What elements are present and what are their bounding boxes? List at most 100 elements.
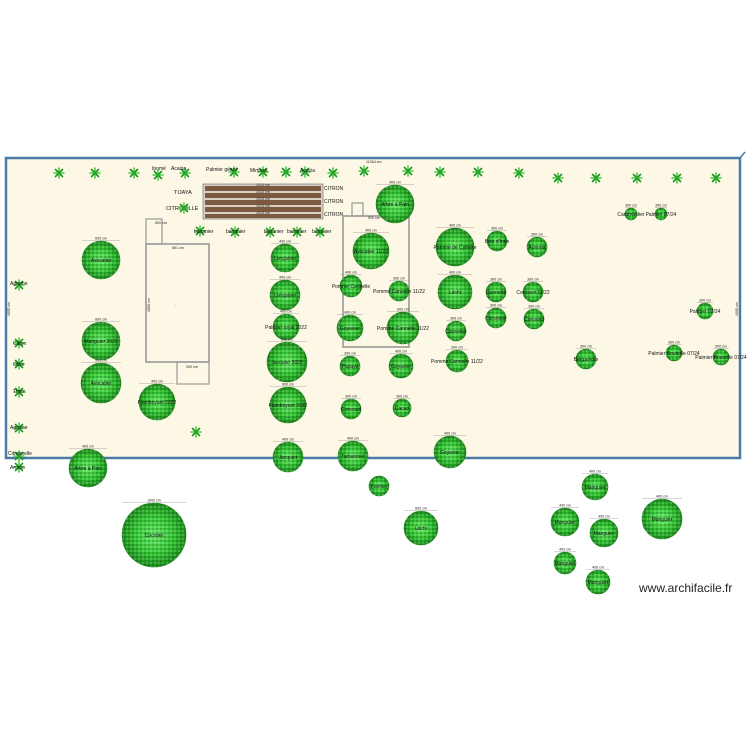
bed-3 [205, 200, 321, 205]
tree-label: Palmier Bouteille 07/24 [695, 355, 747, 361]
top-label: Ipomé [152, 166, 166, 172]
tree-texture [576, 349, 596, 369]
shrub [13, 279, 25, 291]
top-label: Acacia [300, 168, 315, 174]
bananier-label: bananier [312, 229, 332, 235]
greenhouse-left-height: 1600 cm [147, 298, 151, 312]
tree-label: Flamboyant 2022 [269, 403, 308, 409]
tree-texture [369, 476, 389, 496]
boundary-corner-line [739, 151, 746, 159]
tree: 400 cm Pomme de Cythère [433, 224, 477, 267]
greenhouse-left-door: 300 cm [186, 365, 198, 369]
bananier-label: bananier [194, 229, 214, 235]
bananier-labels: bananier bananier bananier bananier bana… [194, 229, 332, 235]
tree-dimension: 300 cm [699, 299, 711, 303]
tree-texture [270, 387, 306, 423]
tree-texture [666, 345, 682, 361]
tree-label: Goyavier [440, 450, 460, 456]
tree-dimension: 600 cm [95, 318, 107, 322]
tree-texture [642, 499, 682, 539]
tree-dimension: 400 cm [449, 271, 461, 275]
tree-dimension: 400 cm [347, 437, 359, 441]
tree-dimension: 600 cm [282, 383, 294, 387]
bed-1 [205, 186, 321, 191]
tree-dimension: 300 cm [396, 395, 408, 399]
tree-texture [590, 519, 618, 547]
tree-label: Pomme de Cythère [433, 245, 476, 251]
tree-dimension: 300 cm [580, 345, 592, 349]
bed-4 [205, 207, 321, 212]
tree-dimension: 300 cm [344, 352, 356, 356]
shrub [552, 172, 564, 184]
shrub [89, 167, 101, 179]
overall-dimension: 11364 cm [366, 160, 382, 164]
tree-label: Pomme Cannelle 11/22 [431, 359, 483, 365]
tree-label: Palmier Bouteille 07/24 [648, 351, 700, 357]
bed-right-labels: CITRON CITRON CITRON [324, 186, 344, 218]
shrub [13, 422, 25, 434]
tree-label: Cannelier [445, 329, 467, 335]
tree-dimension: 400 cm [151, 380, 163, 384]
tree-label: Papaye [342, 364, 359, 370]
tree-label: Manguier 2022 [84, 339, 118, 345]
tree-label: Palmier 07/24 [646, 212, 677, 218]
tree-label: Pomme Cannelle [332, 284, 371, 290]
bed-dimension: 1010 cm [256, 204, 270, 208]
tree-texture [340, 275, 362, 297]
tree-texture [82, 322, 120, 360]
bed-right-label: CITRON [324, 199, 344, 205]
tree-texture [625, 208, 637, 220]
shrub [472, 166, 484, 178]
greenhouse-right-width: 900 cm [368, 216, 380, 220]
tree-texture [270, 280, 300, 310]
tree-texture [404, 511, 438, 545]
tree-label: Jacquier [279, 455, 298, 461]
left-label: Citronnelle [8, 451, 32, 457]
tree-label: Arbre à Pain [74, 466, 102, 472]
tree-texture [393, 399, 411, 417]
tree-label: Manguier [555, 520, 576, 526]
tree-label: Acérola [529, 245, 546, 251]
left-label: Aromo [10, 465, 25, 471]
tree-texture [487, 231, 507, 251]
tree-dimension: 400 cm [449, 224, 461, 228]
bed-dimension: 1010 cm [256, 197, 270, 201]
tree-texture [486, 308, 506, 328]
shrub [671, 172, 683, 184]
tree-dimension: 400 cm [589, 470, 601, 474]
shrub [631, 172, 643, 184]
shrub [299, 166, 311, 178]
tree-label: Arbre à Pain [381, 202, 409, 208]
left-label: Thym [13, 389, 26, 395]
shrub [291, 226, 303, 238]
tree-label: Manguier [594, 531, 615, 537]
tree-label: Longanier [274, 293, 297, 299]
tree-texture [337, 315, 363, 341]
tree-dimension: 300 cm [527, 278, 539, 282]
top-label: Acacia [171, 166, 186, 172]
top-label: Mimosa [250, 168, 268, 174]
tree-texture [341, 399, 361, 419]
tree-dimension: 600 cm [95, 237, 107, 241]
tree-label: Goyavier [391, 364, 411, 370]
bed-dimension: 1010 cm [256, 190, 270, 194]
shrub [190, 426, 202, 438]
